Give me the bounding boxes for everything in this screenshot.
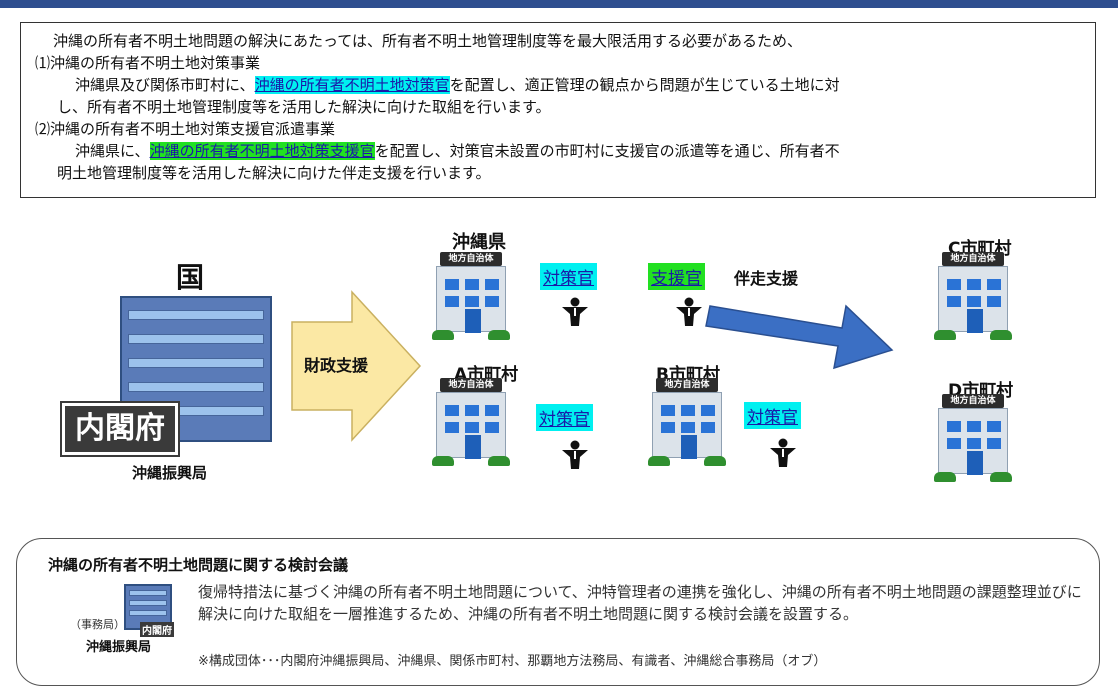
item2-cont: 明土地管理制度等を活用した解決に向けた伴走支援を行います。: [57, 164, 491, 182]
okinawa-bureau-label: 沖縄振興局: [132, 464, 208, 482]
secretariat-bureau-label: 沖縄振興局: [86, 640, 152, 655]
accompany-support-label: 伴走支援: [734, 269, 799, 288]
accompany-support-arrow: [705, 304, 894, 370]
b-city-countermeasure-officer-tag: 対策官: [744, 402, 801, 429]
prefecture-countermeasure-officer-tag: 対策官: [540, 263, 597, 290]
support-officer-link[interactable]: 沖縄の所有者不明土地対策支援官: [149, 142, 375, 160]
national-label: 国: [176, 261, 205, 294]
intro-line: 沖縄の所有者不明土地問題の解決にあたっては、所有者不明土地管理制度等を最大限活用…: [53, 32, 802, 50]
fiscal-support-label: 財政支援: [304, 356, 369, 375]
officer-person-icon: [562, 297, 588, 326]
item2-line: 沖縄県に、沖縄の所有者不明土地対策支援官を配置し、対策官未設置の市町村に支援官の…: [35, 140, 1085, 162]
item1-line: 沖縄県及び関係市町村に、沖縄の所有者不明土地対策官を配置し、適正管理の観点から問…: [35, 74, 1085, 96]
secretariat-cabinet-sign: 内閣府: [140, 622, 174, 637]
cabinet-office-sign: 内閣府: [62, 403, 178, 455]
council-title: 沖縄の所有者不明土地問題に関する検討会議: [48, 556, 349, 574]
c-city-building-icon: 地方自治体: [934, 252, 1012, 342]
support-person-icon: [676, 297, 702, 326]
council-description: 復帰特措法に基づく沖縄の所有者不明土地問題について、沖特管理者の連携を強化し、沖…: [198, 583, 1082, 623]
a-city-countermeasure-officer-tag: 対策官: [536, 404, 593, 431]
intro-box: 沖縄の所有者不明土地問題の解決にあたっては、所有者不明土地管理制度等を最大限活用…: [20, 22, 1096, 198]
council-note: ※構成団体･･･内閣府沖縄振興局、沖縄県、関係市町村、那覇地方法務局、有識者、沖…: [198, 654, 827, 669]
item1-cont: し、所有者不明土地管理制度等を活用した解決に向けた取組を行います。: [57, 98, 551, 116]
item2-title: ⑵沖縄の所有者不明土地対策支援官派遣事業: [35, 120, 336, 138]
b-city-building-icon: 地方自治体: [648, 378, 726, 468]
a-city-officer-person-icon: [562, 440, 588, 469]
item2-pre: 沖縄県に、: [75, 142, 150, 160]
b-city-officer-person-icon: [770, 438, 796, 467]
top-title-band: [0, 0, 1118, 8]
item2-post: を配置し、対策官未設置の市町村に支援官の派遣等を通じ、所有者不: [374, 142, 840, 160]
item1-post: を配置し、適正管理の観点から問題が生じている土地に対: [449, 76, 840, 94]
prefecture-label: 沖縄県: [452, 232, 506, 253]
support-officer-tag: 支援官: [648, 263, 705, 290]
item1-pre: 沖縄県及び関係市町村に、: [75, 76, 255, 94]
d-city-building-icon: 地方自治体: [934, 394, 1012, 484]
prefecture-building-icon: 地方自治体: [432, 252, 510, 342]
countermeasure-officer-link[interactable]: 沖縄の所有者不明土地対策官: [254, 76, 450, 94]
fiscal-support-arrow: [291, 290, 422, 442]
a-city-building-icon: 地方自治体: [432, 378, 510, 468]
secretariat-label: （事務局）: [70, 618, 125, 631]
item1-title: ⑴沖縄の所有者不明土地対策事業: [35, 54, 261, 72]
